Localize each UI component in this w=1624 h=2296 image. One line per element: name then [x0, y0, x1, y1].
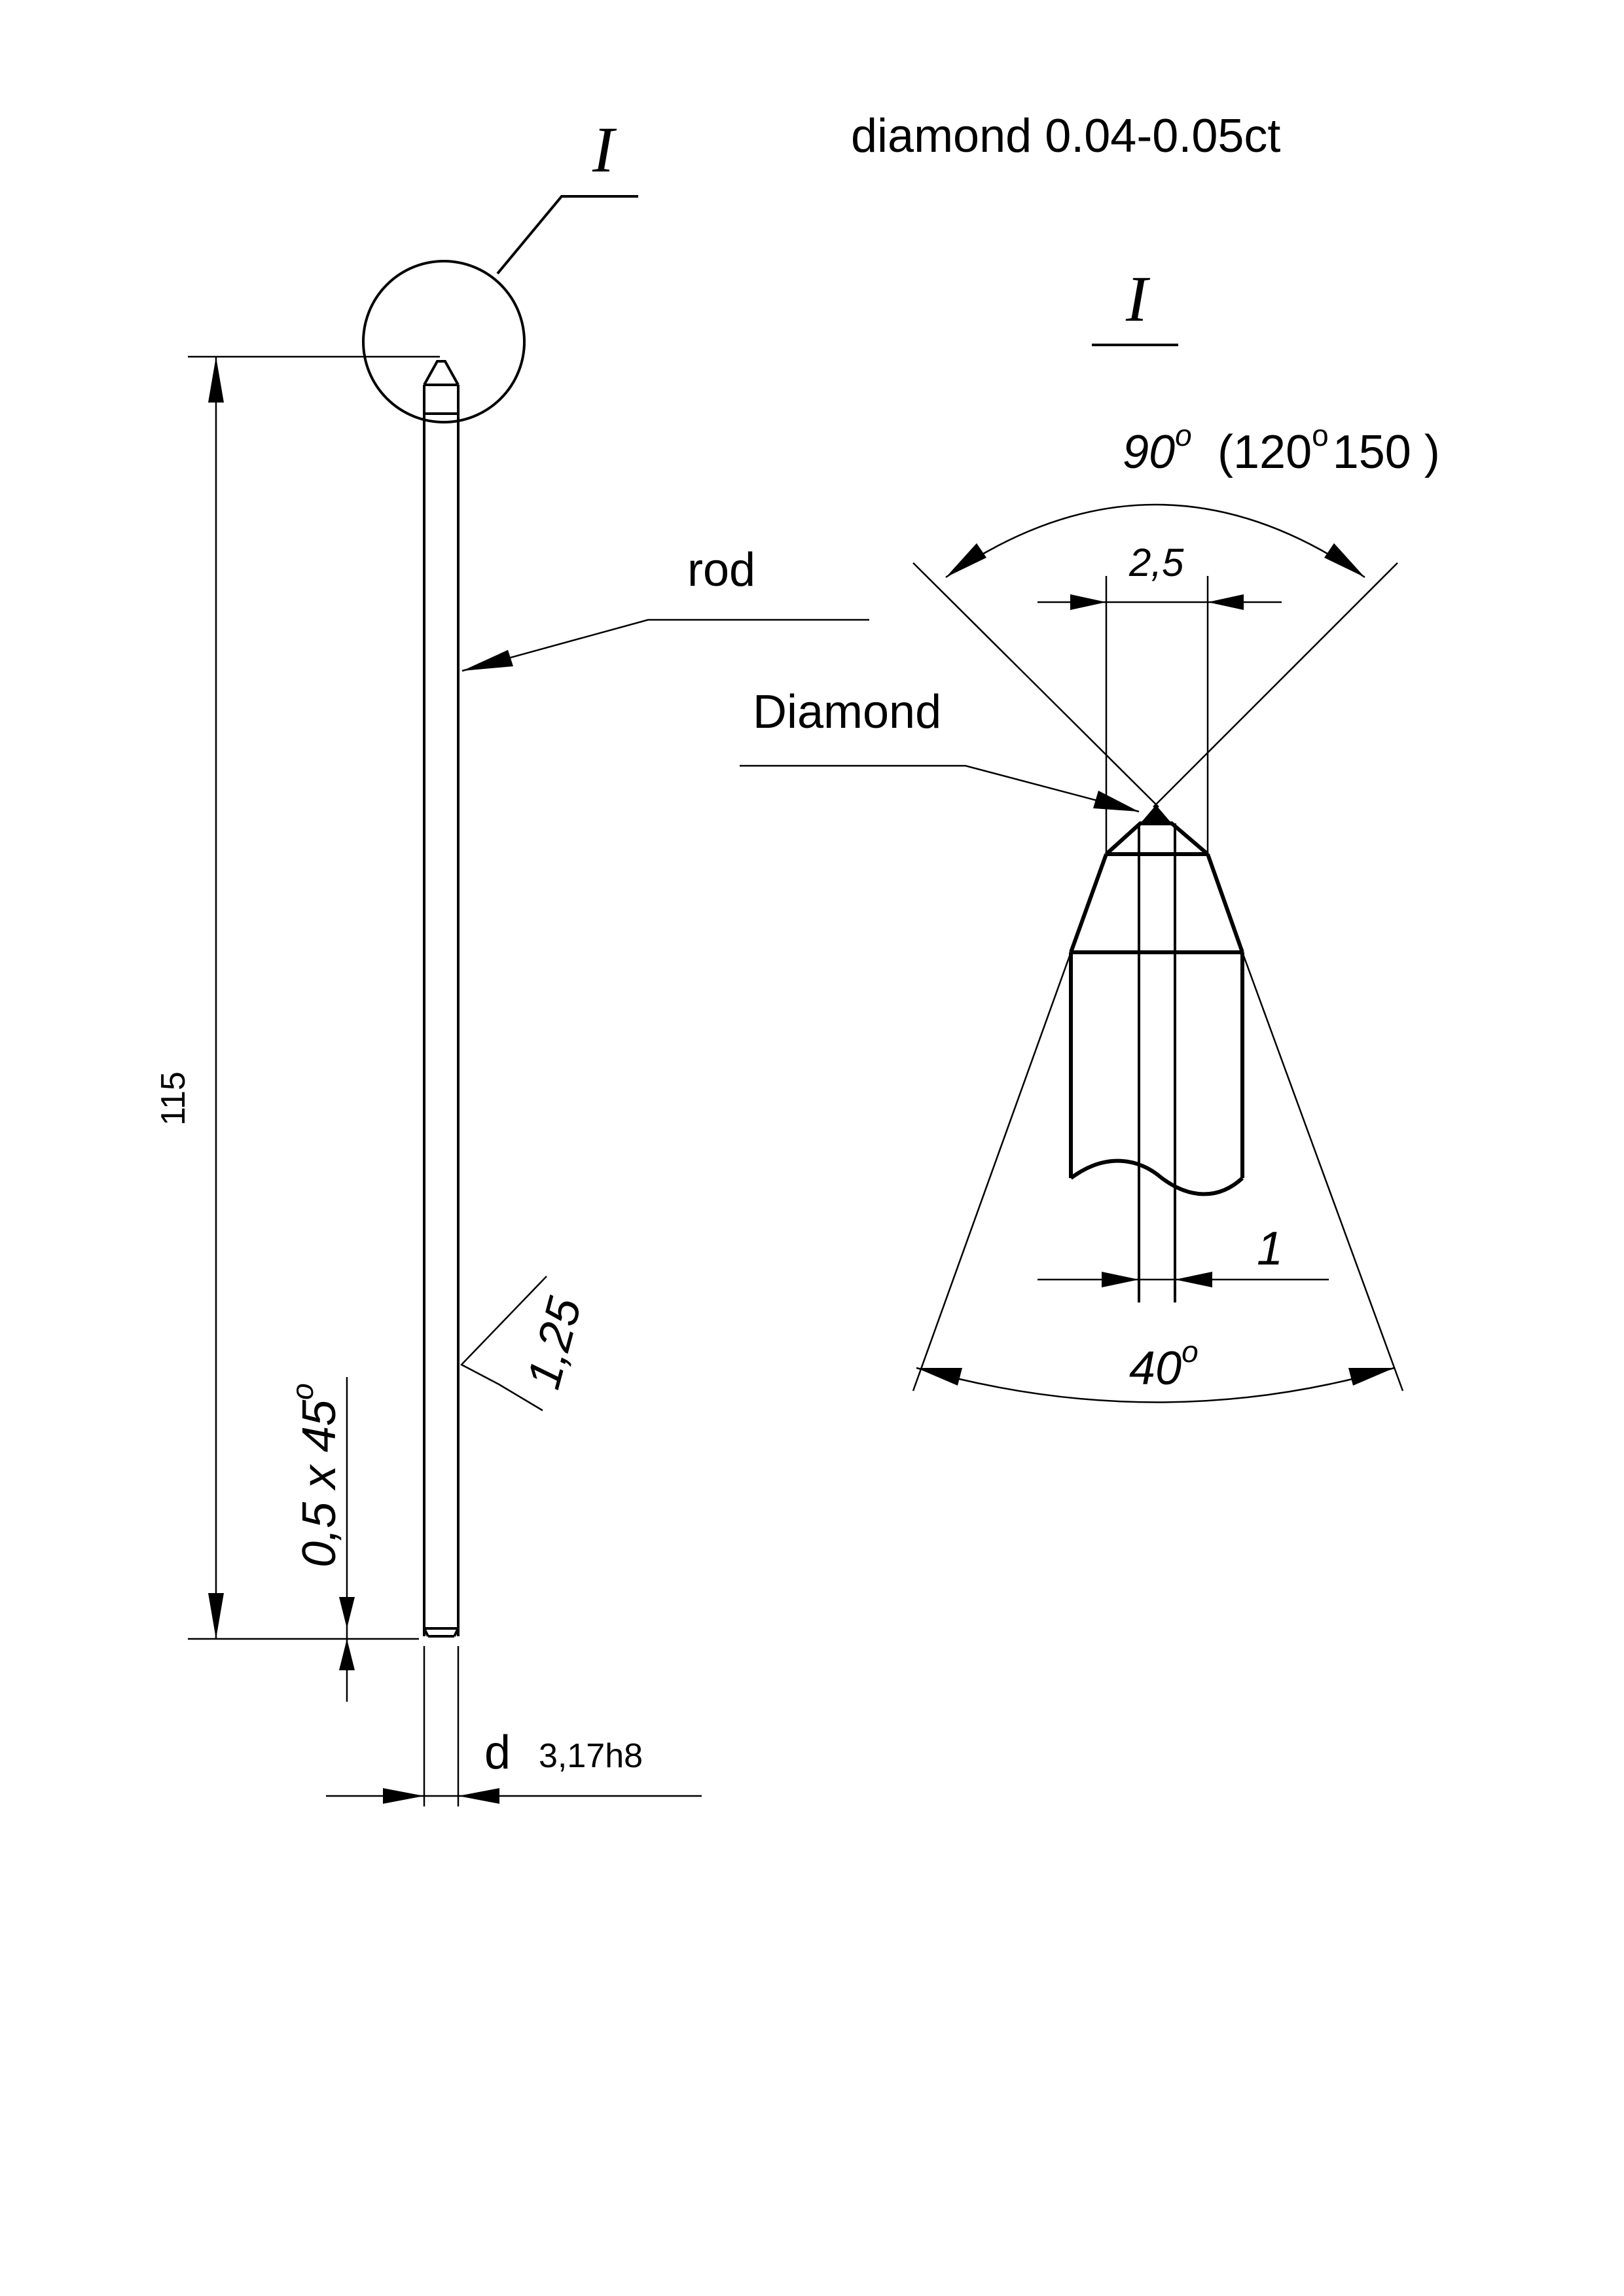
- detail-view: I 90o (120o150 ) 2,5 Diamond: [740, 262, 1440, 1403]
- drawing-title: diamond 0.04-0.05ct: [851, 110, 1280, 162]
- tip-angle-degree-mark: o: [1175, 418, 1192, 452]
- roughness-symbol: 1,25: [460, 1276, 592, 1412]
- tip-angle-label: 90o: [1123, 418, 1192, 478]
- taper-angle-label: 40o: [1129, 1335, 1199, 1395]
- chamfer-dimension: 0,5 x 45o: [285, 1377, 355, 1702]
- tip-angle-dimension: 90o (120o150 ): [912, 418, 1440, 808]
- rod-callout: rod: [461, 544, 869, 672]
- roughness-label: 1,25: [517, 1291, 592, 1394]
- length-label: 115: [154, 1071, 192, 1126]
- detail-circle: [362, 260, 526, 423]
- diamond-callout: Diamond: [740, 686, 1140, 813]
- chamfer-degree-mark: o: [285, 1383, 319, 1400]
- detail-title: I: [1125, 262, 1151, 335]
- taper-angle-degree-mark: o: [1182, 1335, 1199, 1369]
- tip-angle-alt-degree-mark: o: [1312, 418, 1329, 452]
- core-label: 1: [1257, 1223, 1283, 1275]
- diameter-value: 3,17h8: [539, 1737, 643, 1775]
- tip-width-label: 2,5: [1128, 541, 1184, 584]
- diameter-symbol: d: [484, 1727, 511, 1779]
- rod-body: [423, 360, 460, 1806]
- detail-marker-label: I: [592, 113, 617, 186]
- tip-angle-alt-label: (120o150 ): [1218, 418, 1440, 478]
- rod-view: I 115: [154, 113, 869, 1806]
- taper-angle-dimension: 40o: [912, 952, 1404, 1403]
- diamond-label: Diamond: [753, 686, 941, 738]
- diameter-dimension: d 3,17h8: [326, 1727, 702, 1804]
- tip-width-dimension: 2,5: [1038, 541, 1282, 854]
- core-dimension: 1: [1038, 1223, 1329, 1287]
- length-dimension: 115: [154, 355, 440, 1640]
- rod-label: rod: [687, 544, 755, 596]
- tool-tip-body: [1069, 805, 1244, 1302]
- diamond-insert: [1140, 805, 1172, 823]
- chamfer-label: 0,5 x 45o: [285, 1383, 346, 1568]
- detail-leader: [496, 195, 638, 275]
